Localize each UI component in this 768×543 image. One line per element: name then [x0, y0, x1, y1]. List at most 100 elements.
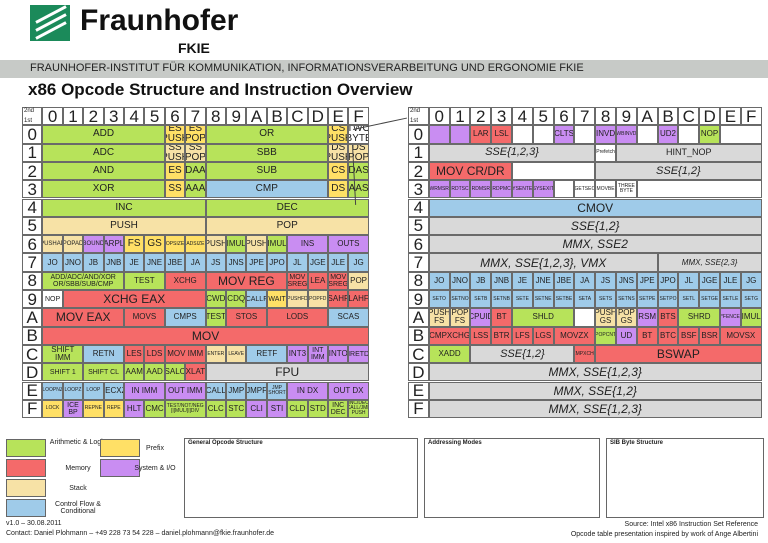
opcode-cell: THREE BYTE — [616, 180, 637, 199]
row-header: 8 — [22, 271, 43, 290]
general-structure-box: General Opcode Structure — [184, 438, 418, 518]
opcode-cell: INC — [42, 198, 206, 217]
column-header: 2 — [470, 107, 492, 126]
column-header: 2 — [83, 107, 104, 126]
opcode-cell: SHLD — [512, 308, 575, 327]
opcode-cell: CDQ — [226, 290, 247, 309]
opcode-cell: SSE{1,2,3} — [428, 143, 596, 162]
opcode-cell: LOOP — [83, 381, 104, 400]
corner-top: 2nd — [24, 108, 35, 114]
opcode-cell: JNS — [616, 271, 637, 290]
opcode-cell: BOUND — [83, 235, 104, 254]
opcode-cell: STC — [226, 399, 247, 419]
opcode-cell: MOV IMM — [164, 344, 206, 364]
row-header: F — [22, 399, 43, 419]
row-header: 9 — [408, 290, 429, 309]
opcode-cell: POPCNT — [595, 326, 616, 345]
opcode-cell: JPE — [246, 253, 267, 272]
credit: Opcode table presentation inspired by wo… — [570, 531, 758, 538]
legend-swatch-memory — [6, 459, 46, 477]
opcode-cell: AND — [42, 161, 165, 181]
column-header: 4 — [124, 107, 145, 126]
opcode-cell: JO — [42, 253, 63, 272]
opcode-cell: JE — [124, 253, 145, 272]
opcode-cell: INT IMM — [307, 344, 328, 364]
row-header: 7 — [22, 253, 43, 272]
opcode-cell: CPUID — [470, 308, 492, 327]
opcode-cell: MOV SREG — [287, 271, 308, 290]
opcode-cell: CMPXCHG — [574, 344, 596, 364]
opcode-cell — [532, 125, 554, 144]
opcode-cell: POPFD — [307, 290, 328, 309]
opcode-cell: WBINVD — [616, 125, 637, 144]
opcode-cell: PUSH — [205, 235, 226, 254]
opcode-cell: SETNO — [449, 290, 471, 309]
opcode-cell: SALC — [164, 363, 186, 382]
row-header: 6 — [408, 235, 429, 254]
opcode-cell: INTO — [328, 344, 349, 364]
opcode-cell: GS — [144, 235, 165, 254]
opcode-cell: BSWAP — [595, 344, 762, 364]
opcode-cell: JB — [470, 271, 492, 290]
opcode-cell: MOV EAX — [42, 308, 124, 327]
opcode-cell: XLAT — [185, 363, 206, 382]
opcode-cell: REPE — [103, 399, 124, 419]
opcode-cell: SS PUSH — [164, 143, 186, 162]
row-header: 0 — [408, 125, 429, 144]
opcode-cell: PUSH FS — [428, 308, 450, 327]
column-header: 3 — [103, 107, 124, 126]
opcode-cell: DAA — [185, 161, 206, 181]
row-header: 5 — [22, 216, 43, 236]
legend: Arithmetic & Logic Memory Stack Control … — [4, 437, 180, 519]
opcode-cell: NOP — [699, 125, 720, 144]
opcode-cell: JE — [512, 271, 533, 290]
opcode-cell: JO — [428, 271, 450, 290]
opcode-cell: TEST/NOT/NEG [i]MUL/[i]DIV — [164, 399, 206, 419]
box-title: General Opcode Structure — [188, 440, 263, 446]
opcode-cell: JB — [83, 253, 104, 272]
opcode-cell: LES — [124, 344, 145, 364]
column-header: 1 — [62, 107, 84, 126]
unit-name: FKIE — [178, 40, 210, 56]
opcode-cell: UD — [616, 326, 637, 345]
legend-swatch-system — [100, 459, 140, 477]
brand-name: Fraunhofer — [80, 4, 239, 37]
column-header: F — [348, 107, 369, 126]
opcode-cell: LGS — [532, 326, 554, 345]
opcode-cell: LFS — [512, 326, 533, 345]
opcode-cell — [636, 180, 762, 199]
fraunhofer-logo-icon — [30, 5, 70, 41]
row-header: 7 — [408, 253, 429, 272]
opcode-cell: ES — [164, 161, 186, 181]
row-header: 9 — [22, 290, 43, 309]
column-header: 7 — [574, 107, 596, 126]
opcode-cell: MOV REG — [205, 271, 288, 290]
opcode-cell: JNE — [144, 253, 165, 272]
opcode-cell: LDS — [144, 344, 165, 364]
opcode-cell — [553, 180, 575, 199]
opcode-cell: CS PUSH — [328, 125, 349, 144]
opcode-cell: JA — [574, 271, 596, 290]
row-header: 5 — [408, 216, 429, 236]
row-header: B — [22, 326, 43, 345]
opcode-cell: SETGE — [699, 290, 720, 309]
opcode-cell: CMOV — [428, 198, 762, 217]
column-header: A — [246, 107, 267, 126]
header: Fraunhofer FKIE FRAUNHOFER-INSTITUT FÜR … — [0, 0, 768, 78]
column-header: 4 — [512, 107, 533, 126]
opcode-cell: RDTSC — [449, 180, 471, 199]
corner-bottom: 1st — [410, 118, 419, 125]
opcode-cell: FS — [124, 235, 145, 254]
opcode-cell: JNO — [449, 271, 471, 290]
legend-label: Stack — [69, 485, 87, 492]
row-header: A — [22, 308, 43, 327]
opcode-cell: RETN — [83, 344, 124, 364]
column-header: C — [678, 107, 700, 126]
opcode-cell: CS — [328, 161, 349, 181]
opcode-cell: MOVZX — [553, 326, 596, 345]
opcode-cell: *FENCE — [720, 308, 741, 327]
opcode-cell: SS POP — [185, 143, 206, 162]
opcode-cell: RDMSR — [470, 180, 492, 199]
opcode-cell: Prefetch — [595, 143, 616, 162]
column-header: B — [266, 107, 288, 126]
